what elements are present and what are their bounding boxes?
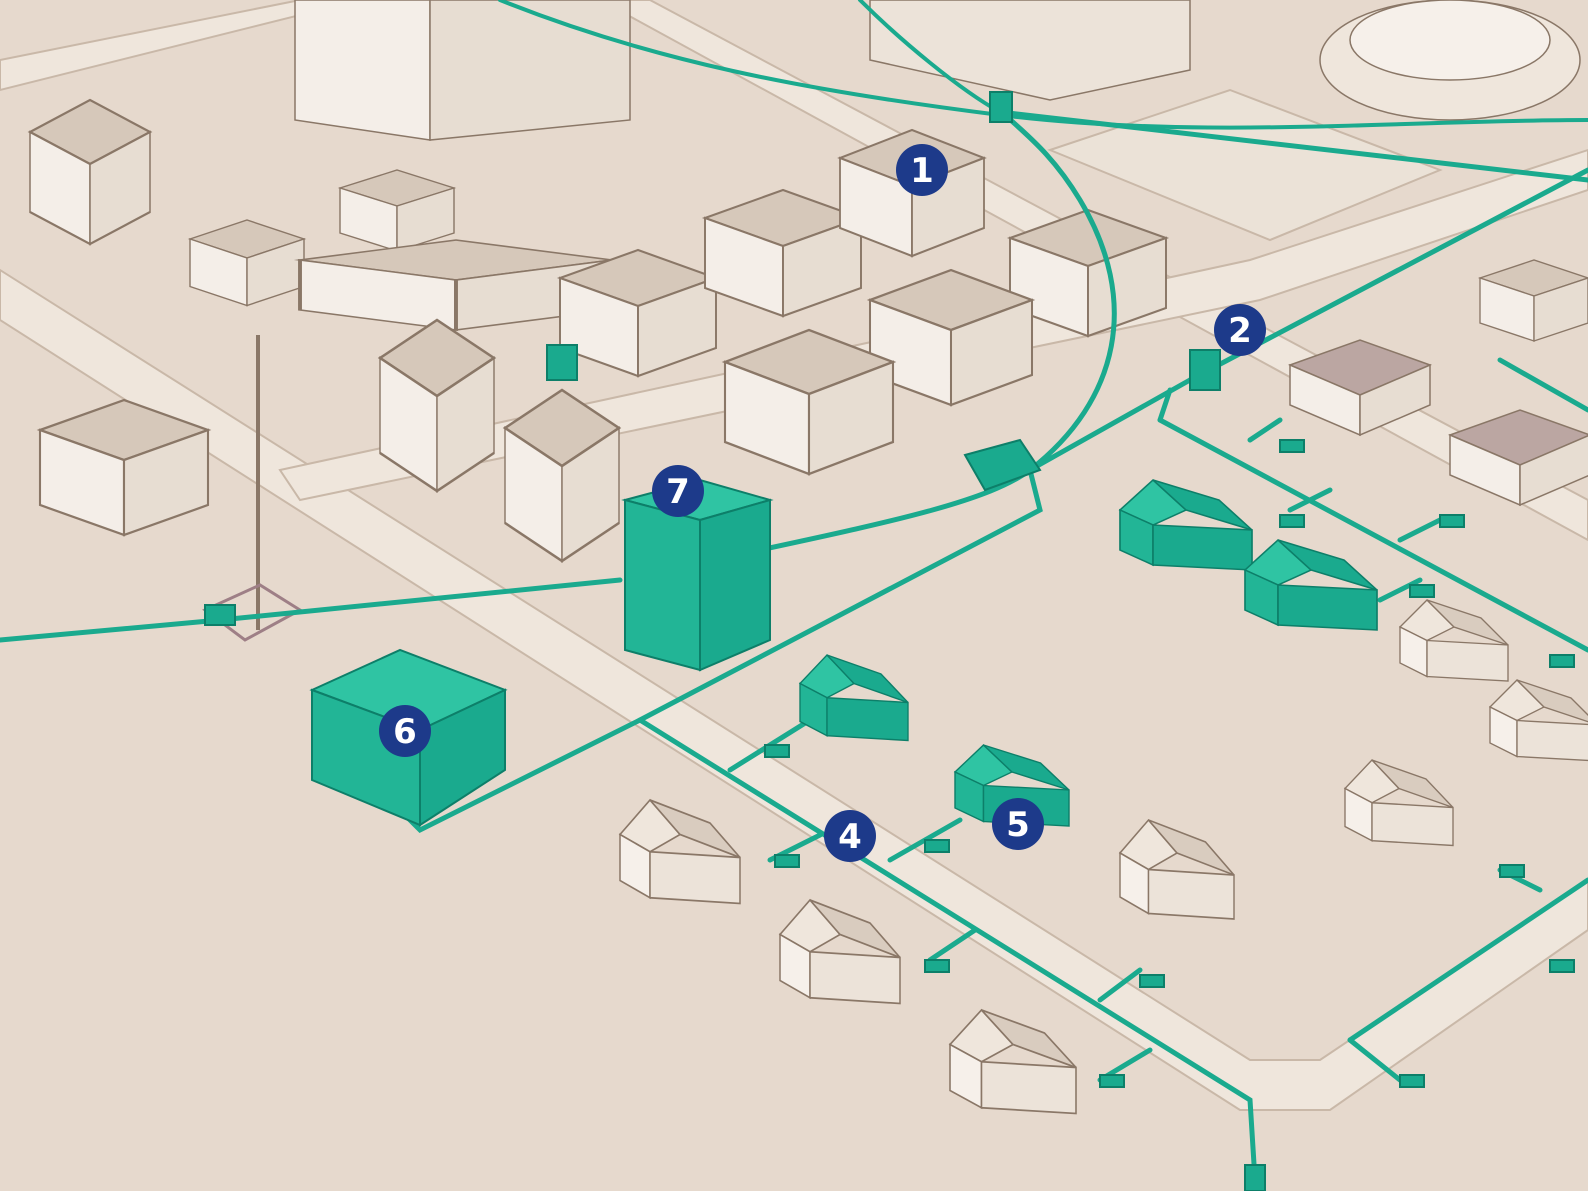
ring-se [1347,877,1588,1043]
apartment-block [1479,259,1588,342]
substation-box [963,438,1042,492]
service-line [1377,577,1423,603]
substation-box [1189,349,1221,391]
apartment-block [189,219,305,307]
service-line [1097,967,1143,1003]
substation-box [204,604,236,626]
service-line [1497,357,1588,413]
service-line [1287,487,1333,513]
civic-building [869,0,1191,101]
main-diagonal-road [0,268,1588,1111]
apartment-block [868,268,1034,407]
east-branch [1157,417,1588,653]
upper-loop-b [858,0,1002,114]
service-connector [1099,1074,1125,1088]
marker-7[interactable]: 7 [652,465,704,517]
apartment-block [38,398,210,537]
service-connector [1399,1074,1425,1088]
main-pipe-to-plant [757,107,1117,553]
office-tower [294,0,631,141]
apartment-block [339,169,455,252]
east-branch-b [1157,387,1173,423]
service-line [927,927,978,963]
branch-south [397,377,1193,834]
marker-5[interactable]: 5 [992,798,1044,850]
substation-box [989,91,1013,123]
apartment-block [558,248,718,378]
apartment-block [503,388,621,563]
marker-1[interactable]: 1 [896,144,948,196]
service-connector [1549,654,1575,668]
service-connector [1499,864,1525,878]
marker-badge [652,465,704,517]
substations [204,91,1575,1191]
marker-4[interactable]: 4 [824,810,876,862]
service-connector [764,744,790,758]
marker-badge [992,798,1044,850]
service-connector [1439,514,1465,528]
service-connector [924,839,950,853]
substation-box [546,344,578,381]
apartment-tower-connected [621,478,774,672]
service-connector [1549,959,1575,973]
service-connector [924,959,950,973]
background-buildings [28,0,1588,1115]
markers: 1 2 4 5 6 7 [379,144,1266,862]
round-building [1319,0,1581,121]
marker-6[interactable]: 6 [379,705,431,757]
apartment-block [1008,208,1168,338]
top-left-road [0,0,361,92]
apartment-block [28,98,152,246]
marker-label: 4 [838,817,862,857]
service-connector [774,854,800,868]
service-connector [1279,514,1305,528]
marker-badge [824,810,876,862]
service-connector [1409,584,1435,598]
marker-badge [379,705,431,757]
marker-label: 5 [1006,805,1030,845]
marker-badge [1214,304,1266,356]
connected-buildings [309,478,1378,827]
marker-label: 7 [666,472,690,512]
apartment-block [723,328,895,476]
ring-se-b [1347,1037,1403,1083]
service-connector [1244,1164,1266,1191]
apartment-block [703,188,863,318]
marker-label: 6 [393,712,417,752]
marker-label: 2 [1228,311,1252,351]
service-line [1247,417,1283,443]
service-line [1397,517,1443,543]
service-connector [1279,439,1305,453]
cross-road [278,148,1588,502]
service-connector [1139,974,1165,988]
ring-pipe-to-2 [997,109,1588,183]
marker-label: 1 [910,151,934,191]
marker-2[interactable]: 2 [1214,304,1266,356]
marker-badge [896,144,948,196]
apartment-block [378,318,496,493]
